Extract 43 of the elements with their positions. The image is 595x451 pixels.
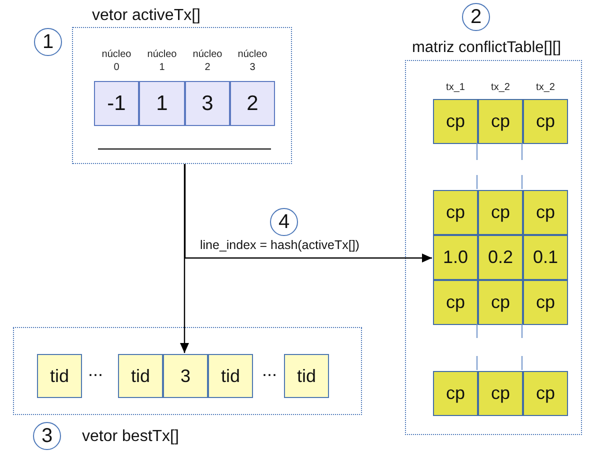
matrix-cell: cp	[478, 99, 523, 144]
matrix-cell: 0.2	[478, 235, 523, 280]
matrix-cell: cp	[433, 280, 478, 325]
column-header: tx_2	[535, 82, 556, 94]
matrix-cell: cp	[433, 371, 478, 416]
column-header: tx_2	[490, 82, 511, 94]
matrix-cell: cp	[478, 280, 523, 325]
step-number-circle: 3	[33, 422, 61, 450]
matrix-cell: cp	[523, 99, 568, 144]
array-cell: 3	[185, 81, 230, 126]
arrow	[184, 164, 432, 262]
matrix-cell: cp	[433, 190, 478, 235]
ellipsis: ...	[262, 360, 278, 381]
ellipsis: ...	[88, 360, 104, 381]
column-header: núcleo 0	[100, 49, 132, 74]
array-cell: tid	[208, 354, 253, 398]
column-header: núcleo 1	[146, 49, 178, 74]
array-cell: -1	[94, 81, 139, 126]
edge-label: line_index = hash(activeTx[])	[198, 238, 362, 252]
array-cell: 2	[230, 81, 275, 126]
array-cell: 3	[163, 354, 208, 398]
matrix-cell: cp	[478, 371, 523, 416]
step-number-circle: 4	[270, 208, 298, 236]
matrix-cell: cp	[478, 190, 523, 235]
column-header: núcleo 2	[192, 49, 224, 74]
matrix-cell: cp	[523, 280, 568, 325]
matrix-cell: 0.1	[523, 235, 568, 280]
array-title: vetor activeTx[]	[92, 7, 200, 25]
matrix-cell: cp	[523, 190, 568, 235]
array-cell: tid	[284, 354, 329, 398]
matrix-cell: cp	[433, 99, 478, 144]
array-cell: tid	[37, 354, 82, 398]
matrix-cell: 1.0	[433, 235, 478, 280]
arrow	[180, 164, 189, 353]
array-cell: tid	[118, 354, 163, 398]
matrix-cell: cp	[523, 371, 568, 416]
step-number-circle: 1	[34, 28, 62, 56]
step-number-circle: 2	[462, 3, 490, 31]
column-header: núcleo 3	[236, 49, 268, 74]
array-title: matriz conflictTable[][]	[412, 39, 562, 57]
array-title: vetor bestTx[]	[82, 428, 179, 446]
column-header: tx_1	[445, 82, 466, 94]
array-cell: 1	[139, 81, 185, 126]
